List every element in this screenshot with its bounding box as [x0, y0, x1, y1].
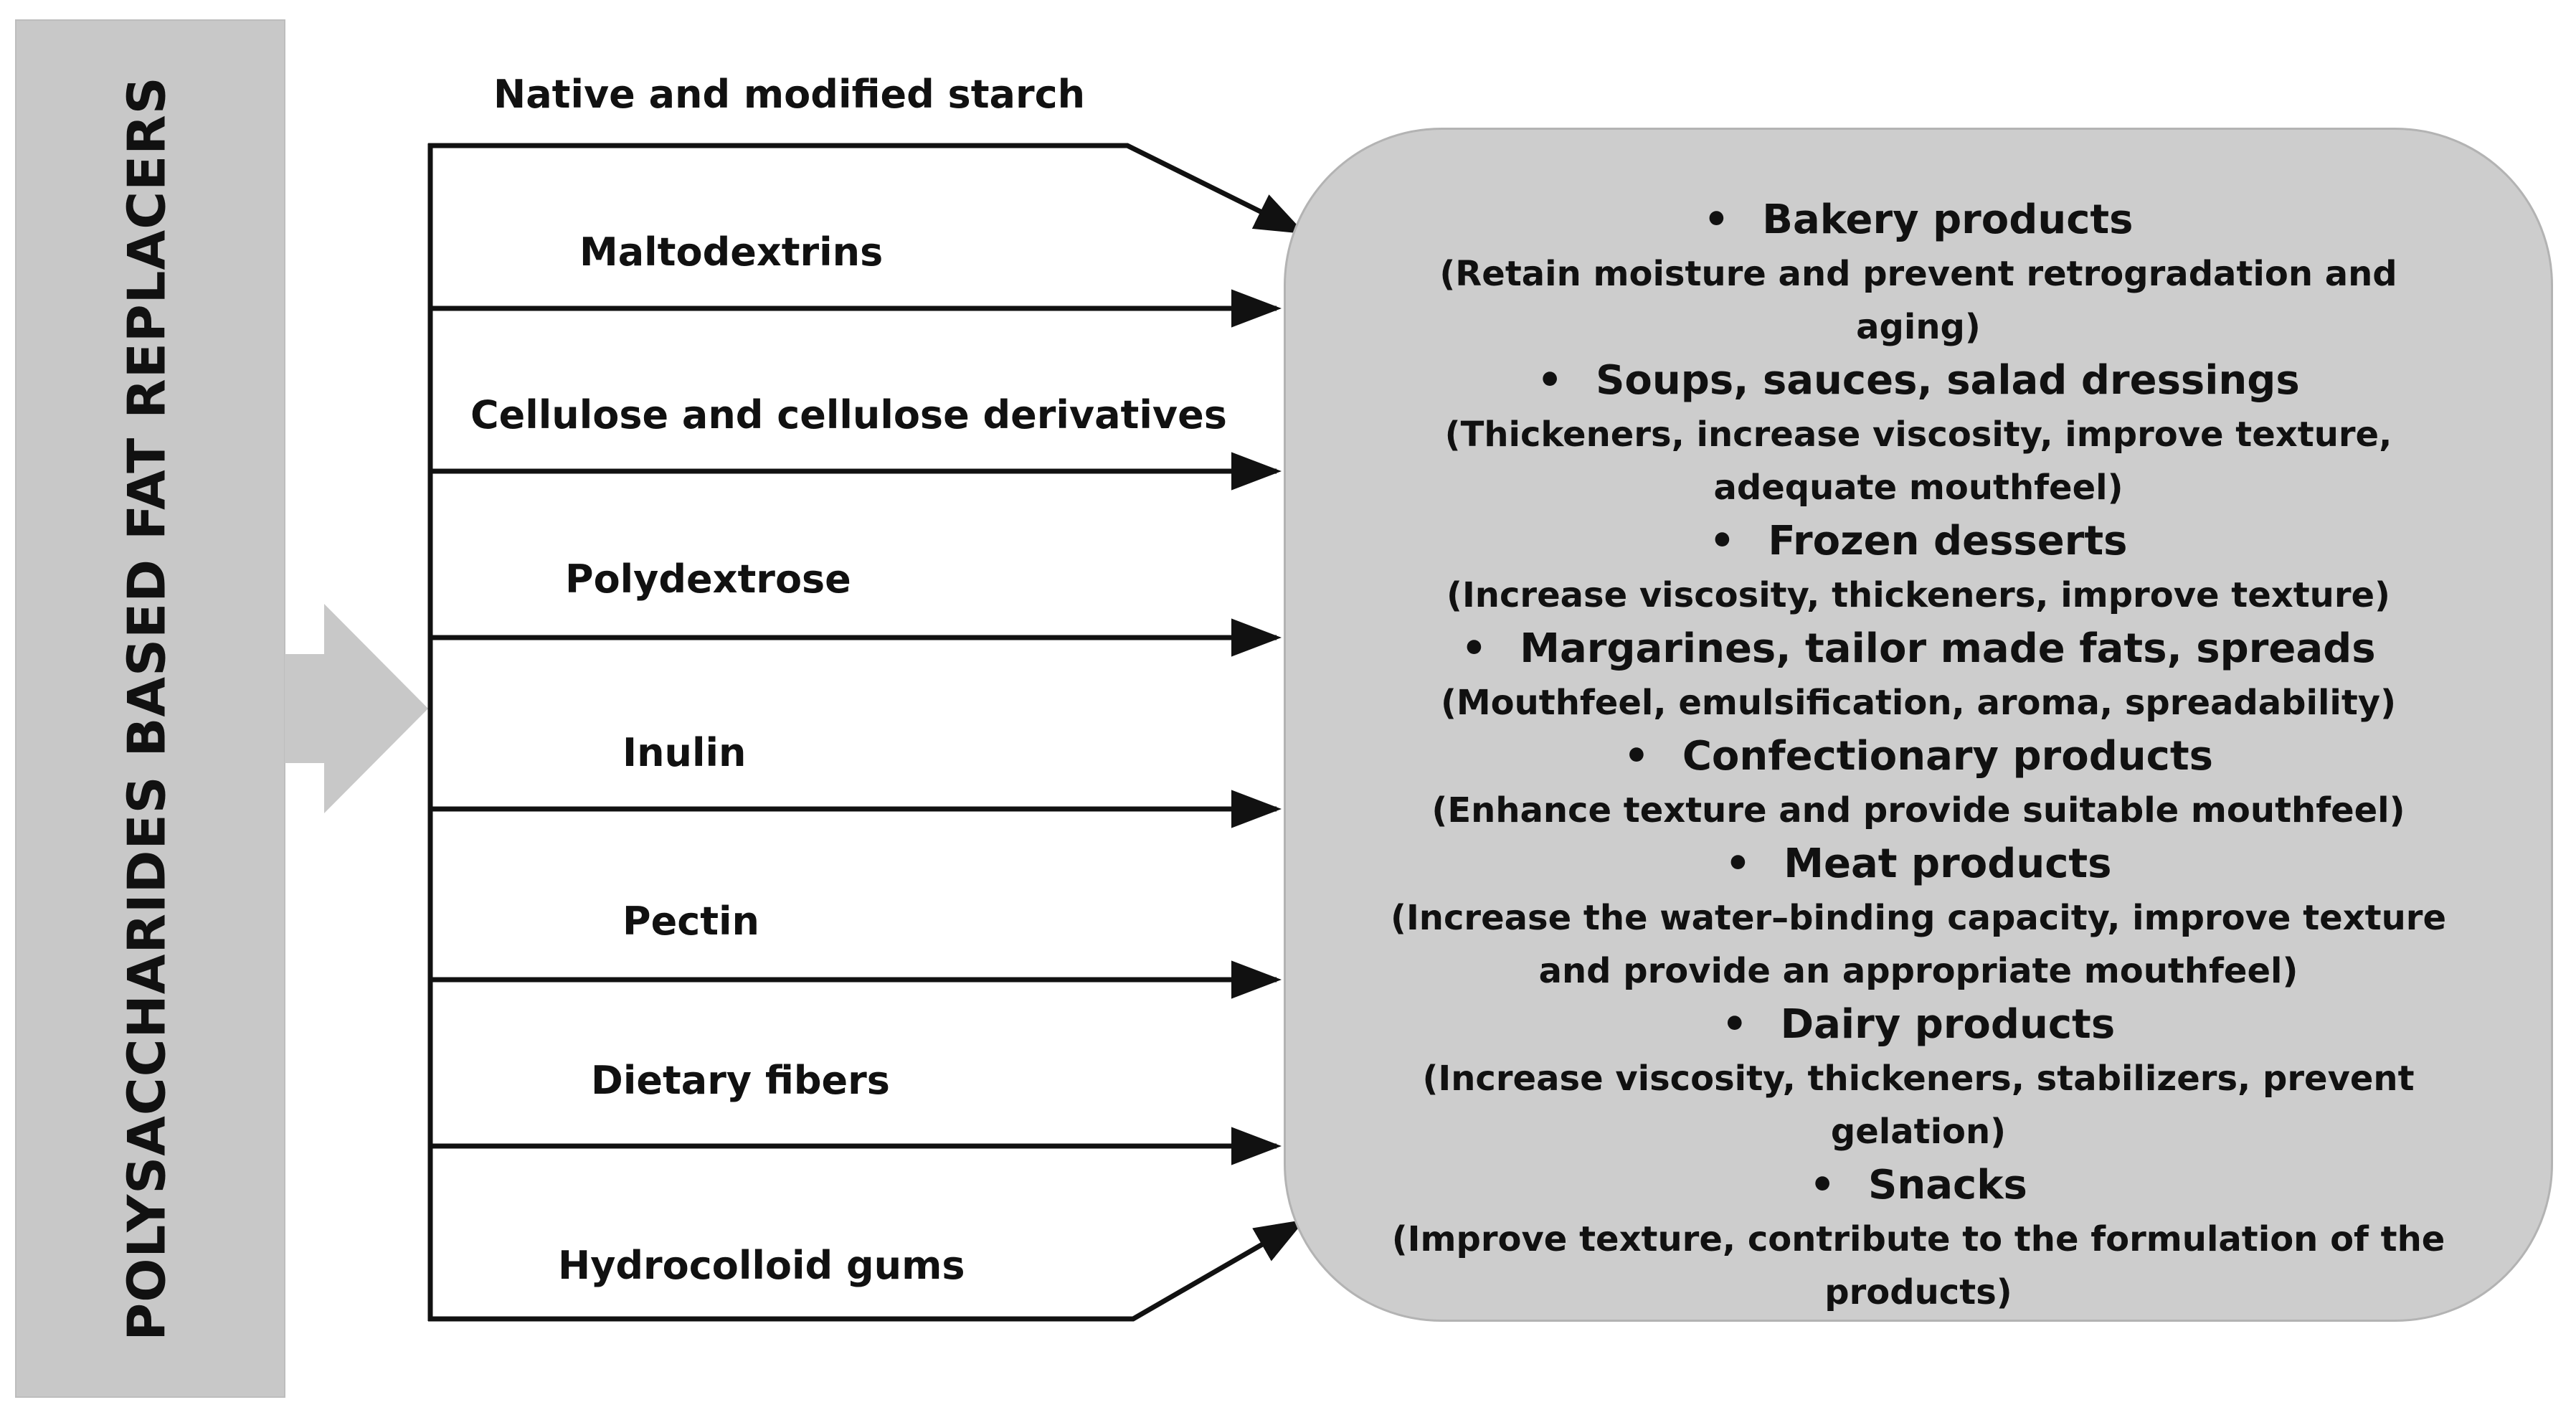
application-name-text: Meat products: [1784, 841, 2112, 887]
application-name: • Dairy products: [1722, 998, 2115, 1052]
bullet-icon: •: [1624, 733, 1649, 780]
application-name-text: Confectionary products: [1682, 733, 2213, 780]
application-item: • Soups, sauces, salad dressings (Thicken…: [1336, 354, 2501, 514]
source-label: Hydrocolloid gums: [558, 1243, 965, 1288]
application-name-text: Dairy products: [1780, 1001, 2116, 1048]
application-description: (Enhance texture and provide suitable mo…: [1431, 790, 2405, 830]
bullet-icon: •: [1461, 625, 1487, 672]
side-title-panel: [15, 19, 285, 1398]
application-item: • Snacks (Improve texture, contribute to …: [1336, 1158, 2501, 1319]
application-name: • Frozen desserts: [1710, 514, 2128, 569]
application-description: (Mouthfeel, emulsification, aroma, sprea…: [1440, 683, 2397, 723]
source-label: Dietary fibers: [591, 1058, 890, 1103]
application-description: (Retain moisture and prevent retrogradat…: [1439, 254, 2397, 347]
bullet-icon: •: [1721, 1001, 1748, 1048]
application-name: • Bakery products: [1703, 193, 2133, 247]
application-item: • Frozen desserts (Increase viscosity, th…: [1336, 514, 2501, 622]
application-description: (Increase the water–binding capacity, im…: [1391, 898, 2446, 991]
big-arrow-icon: [285, 604, 428, 813]
application-name-text: Soups, sauces, salad dressings: [1596, 357, 2300, 404]
application-name: • Meat products: [1725, 837, 2112, 891]
applications-box: • Bakery products (Retain moisture and pr…: [1284, 128, 2553, 1322]
application-description: (Improve texture, contribute to the form…: [1391, 1219, 2445, 1312]
application-description: (Increase viscosity, thickeners, stabili…: [1422, 1059, 2415, 1152]
source-label: Inulin: [622, 730, 746, 775]
bullet-icon: •: [1537, 357, 1563, 404]
source-label: Pectin: [622, 899, 759, 944]
bullet-icon: •: [1809, 1162, 1836, 1208]
application-item: • Bakery products (Retain moisture and pr…: [1336, 193, 2501, 354]
bullet-icon: •: [1709, 518, 1736, 564]
source-label: Native and modified starch: [493, 72, 1085, 117]
source-label: Polydextrose: [565, 557, 851, 602]
application-name-text: Frozen desserts: [1768, 518, 2128, 564]
application-item: • Confectionary products (Enhance texture…: [1336, 729, 2501, 837]
bullet-icon: •: [1703, 197, 1730, 243]
arrow-hydrocolloid-gums: [428, 1219, 1306, 1322]
bullet-icon: •: [1725, 841, 1751, 887]
side-title: POLYSACCHARIDES BASED FAT REPLACERS: [117, 76, 177, 1340]
application-item: • Margarines, tailor made fats, spreads (…: [1336, 622, 2501, 729]
arrow-native-starch: [428, 143, 1306, 235]
application-name-text: Bakery products: [1762, 197, 2134, 243]
application-description: (Increase viscosity, thickeners, improve…: [1446, 575, 2390, 615]
application-description: (Thickeners, increase viscosity, improve…: [1444, 415, 2392, 508]
application-item: • Dairy products (Increase viscosity, thi…: [1336, 998, 2501, 1158]
application-name: • Confectionary products: [1624, 729, 2213, 784]
application-name: • Snacks: [1809, 1158, 2027, 1213]
source-label: Maltodextrins: [579, 229, 883, 275]
application-name-text: Margarines, tailor made fats, spreads: [1520, 625, 2376, 672]
source-label: Cellulose and cellulose derivatives: [470, 392, 1227, 437]
application-item: • Meat products (Increase the water–bindi…: [1336, 837, 2501, 998]
application-name: • Soups, sauces, salad dressings: [1537, 354, 2299, 408]
application-name-text: Snacks: [1868, 1162, 2027, 1208]
application-name: • Margarines, tailor made fats, spreads: [1461, 622, 2375, 676]
